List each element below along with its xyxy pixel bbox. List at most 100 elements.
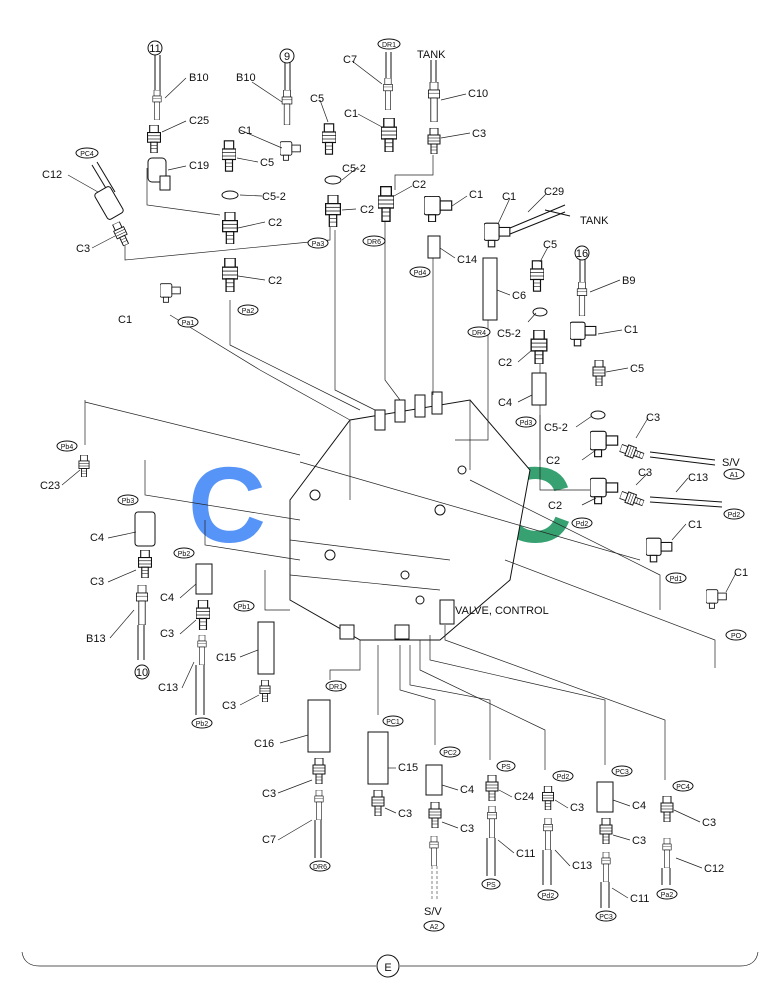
label-c13: C13 (688, 472, 708, 484)
port-ps: PS (501, 764, 511, 771)
port-dr1: DR1 (382, 42, 396, 49)
port-dr6: DR6 (313, 864, 327, 871)
label-c12: C12 (704, 863, 724, 875)
label-c29: C29 (544, 186, 564, 198)
label-b13: B13 (86, 633, 106, 645)
port-pc2: PC2 (443, 750, 457, 757)
label-c3: C3 (398, 808, 412, 820)
label-tank: TANK (417, 49, 446, 61)
label-c11: C11 (516, 848, 535, 860)
label-c5: C5 (630, 363, 644, 375)
label-c11: C11 (630, 893, 649, 905)
label-c13: C13 (158, 682, 178, 694)
label-c1: C1 (238, 125, 252, 137)
port-pd1: Pd1 (670, 576, 683, 583)
label-c1: C1 (344, 108, 358, 120)
label-c25: C25 (189, 115, 209, 127)
label-c13: C13 (572, 860, 592, 872)
port-pb1: Pb1 (238, 604, 251, 611)
label-c2: C2 (412, 179, 426, 191)
label-c1: C1 (734, 567, 748, 579)
label-c3: C3 (262, 788, 276, 800)
port-pa1: Pa1 (182, 320, 195, 327)
label-c1: C1 (118, 314, 132, 326)
label-c2: C2 (498, 357, 512, 369)
reference-numbers: 11 9 16 10 (134, 40, 590, 680)
port-labels: PC4 DR1 Pa3 DR6 Pd4 Pa1 Pa2 DR4 Pd3 Pb4 … (56, 38, 747, 932)
label-tank: TANK (580, 215, 609, 227)
label-c5: C5 (260, 157, 274, 169)
label-c2: C2 (548, 500, 562, 512)
label-c1: C1 (502, 191, 516, 203)
label-sv: S/V (424, 906, 442, 918)
label-c12: C12 (42, 169, 62, 181)
label-c6: C6 (512, 290, 526, 302)
label-c3: C3 (646, 412, 660, 424)
port-pd4: Pd4 (414, 270, 427, 277)
label-c19: C19 (189, 160, 209, 172)
section-bracket: E (21, 951, 759, 978)
port-pa2: Pa2 (242, 308, 255, 315)
routing-lines (84, 155, 716, 780)
port-pc3: PC3 (615, 769, 629, 776)
port-pd2: Pd2 (728, 512, 741, 519)
label-c15: C15 (398, 762, 418, 774)
parts-bottom (307, 699, 674, 908)
port-a2: A2 (430, 924, 439, 931)
label-c16: C16 (254, 738, 274, 750)
label-c3: C3 (90, 576, 104, 588)
label-c5-2: C5-2 (342, 163, 366, 175)
label-c3: C3 (160, 628, 174, 640)
ref-number-11: 11 (149, 43, 160, 55)
label-sv: S/V (722, 457, 740, 469)
port-pd3: Pd3 (520, 420, 533, 427)
label-c4: C4 (160, 592, 174, 604)
port-dr6: DR6 (367, 239, 381, 246)
port-pb3: Pb3 (122, 498, 135, 505)
port-pd2: Pd2 (542, 893, 555, 900)
label-b9: B9 (622, 275, 635, 287)
label-c1: C1 (469, 189, 483, 201)
label-c3: C3 (460, 823, 474, 835)
valve-control-label: VALVE, CONTROL (455, 605, 549, 617)
port-pb4: Pb4 (61, 444, 74, 451)
label-c2: C2 (268, 275, 282, 287)
label-c1: C1 (688, 519, 702, 531)
label-c2: C2 (360, 204, 374, 216)
ref-number-9: 9 (284, 51, 290, 63)
label-c5: C5 (543, 239, 557, 251)
watermark-letter-1: C (188, 444, 266, 565)
port-pc4: PC4 (676, 784, 690, 791)
parts-left (78, 455, 275, 715)
port-pc3: PC3 (599, 914, 613, 921)
port-dr1: DR1 (329, 684, 343, 691)
port-pb2: Pb2 (178, 551, 191, 558)
label-c2: C2 (268, 217, 282, 229)
port-pd2: Pd2 (557, 774, 570, 781)
label-c3: C3 (570, 802, 584, 814)
label-c4: C4 (460, 784, 474, 796)
label-c1: C1 (624, 324, 638, 336)
label-c15: C15 (216, 652, 236, 664)
label-c24: C24 (514, 791, 534, 803)
label-c7: C7 (343, 54, 357, 66)
label-c3: C3 (632, 835, 646, 847)
ref-number-10: 10 (136, 667, 148, 679)
label-b10: B10 (236, 72, 256, 84)
label-c3: C3 (702, 817, 716, 829)
control-valve-body (289, 391, 531, 641)
label-b10: B10 (189, 72, 209, 84)
port-po: PO (731, 633, 742, 640)
label-c3: C3 (638, 467, 652, 479)
label-c3: C3 (76, 243, 90, 255)
label-c5-2: C5-2 (497, 328, 521, 340)
label-c5-2: C5-2 (262, 191, 286, 203)
label-c7: C7 (262, 834, 276, 846)
parts-top-right (378, 52, 727, 609)
section-marker: E (384, 962, 391, 974)
port-ps: PS (486, 882, 496, 889)
label-leaders (61, 60, 737, 899)
port-a1: A1 (730, 472, 739, 479)
port-pb2: Pb2 (196, 721, 209, 728)
